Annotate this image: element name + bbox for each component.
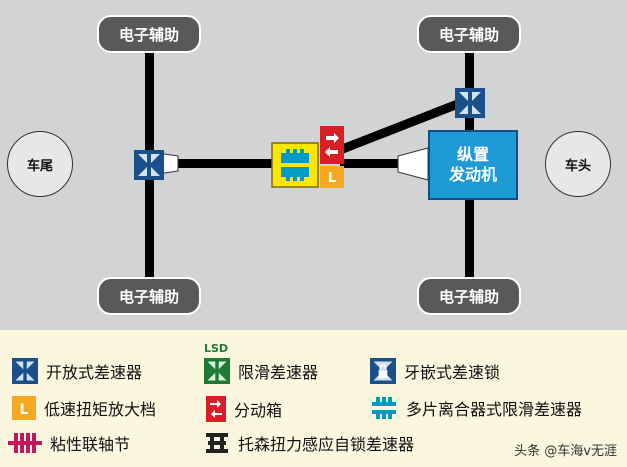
legend-transfer-case-label: 分动箱 [234,401,283,420]
lsd-tag: LSD [204,342,229,355]
torsen-differential-icon [206,433,228,453]
legend: 开放式差速器 LSD 限滑差速器 牙嵌式差速锁 [0,330,627,467]
legend-transfer-case: 分动箱 [206,396,282,422]
lsd-icon [204,358,230,384]
multi-plate-clutch-icon [372,397,396,419]
rear-left-wheel: 电子辅助 [97,15,201,53]
front-driveshaft [338,95,470,155]
legend-torsen: 托森扭力感应自锁差速器 [204,431,414,455]
rear-open-differential-icon [134,150,164,180]
legend-locking-diff-label: 牙嵌式差速锁 [404,363,501,382]
legend-low-range-label: 低速扭矩放大档 [44,400,157,419]
viscous-coupling-icon [8,433,42,453]
rear-driveshaft [150,159,275,168]
legend-open-diff-label: 开放式差速器 [46,363,143,382]
legend-torsen-label: 托森扭力感应自锁差速器 [238,435,415,454]
locking-differential-icon [370,358,396,384]
engine-line2: 发动机 [448,165,497,184]
legend-viscous: 粘性联轴节 [8,431,130,455]
center-multi-plate-lsd-icon [271,142,319,188]
engine-link-shaft [340,159,400,168]
rear-right-wheel: 电子辅助 [97,277,201,315]
watermark: 头条 @车海v无涯 [514,444,617,459]
legend-low-range: L 低速扭矩放大档 [12,396,156,420]
legend-locking-diff: 牙嵌式差速锁 [370,358,500,384]
svg-text:L: L [328,171,336,186]
legend-open-diff: 开放式差速器 [12,358,142,384]
drivetrain-shafts: L [134,48,485,284]
legend-viscous-label: 粘性联轴节 [50,435,131,454]
front-right-wheel: 电子辅助 [417,277,521,315]
engine-output-cone [397,147,429,181]
drivetrain-diagram: L 电子辅助 电子辅助 电子辅助 电子辅助 车尾 车头 纵置 发动机 [0,0,627,330]
front-left-wheel: 电子辅助 [417,15,521,53]
low-range-icon: L [320,166,344,188]
transfer-case-legend-icon [206,396,226,422]
rear-label: 车尾 [7,131,73,197]
legend-multi-plate: 多片离合器式限滑差速器 [370,396,582,420]
front-open-differential-icon [455,88,485,118]
low-range-legend-icon: L [12,396,36,420]
svg-text:L: L [20,402,29,418]
legend-lsd-label: 限滑差速器 [238,363,319,382]
legend-lsd: 限滑差速器 [204,358,318,384]
transfer-case-icon [320,126,344,164]
longitudinal-engine: 纵置 发动机 [428,130,518,200]
open-differential-icon [12,358,38,384]
engine-line1: 纵置 [456,145,489,164]
legend-multi-plate-label: 多片离合器式限滑差速器 [406,400,583,419]
front-label: 车头 [545,131,611,197]
